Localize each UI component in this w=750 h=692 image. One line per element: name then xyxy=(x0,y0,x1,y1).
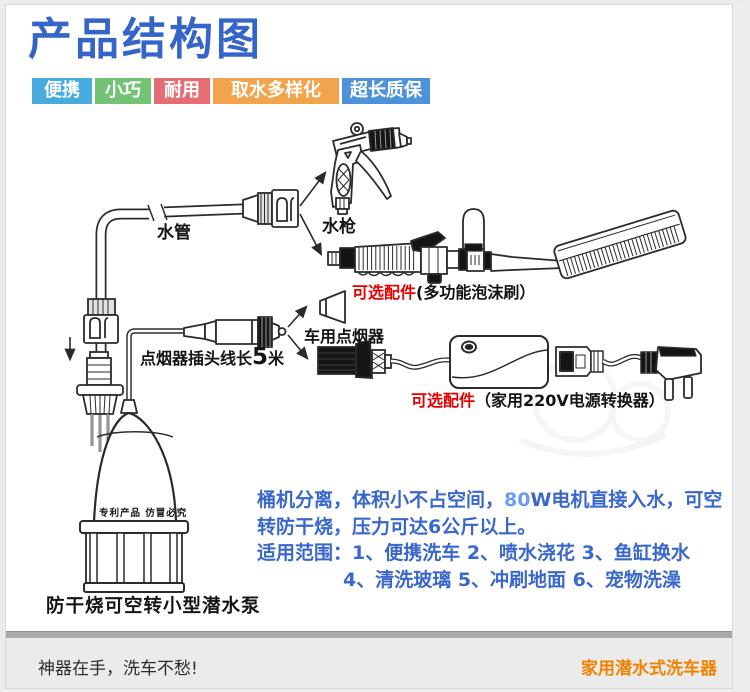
adapter-optional-tag: 可选配件 xyxy=(411,391,476,410)
foam-gun-art xyxy=(327,208,564,284)
cord-length-label: 点烟器插头线长5米 xyxy=(140,344,284,370)
product-description: 桶机分离，体积小不占空间，80W电机直接入水，可空 转防干烧，压力可达6公斤以上… xyxy=(257,487,735,593)
badge-portable: 便携 xyxy=(32,78,92,104)
lighter-socket-art xyxy=(317,339,451,379)
description-line-3: 适用范围：1、便携洗车 2、喷水浇花 3、鱼缸换水 xyxy=(257,542,690,564)
footer-slogan: 神器在手，洗车不愁! xyxy=(38,659,198,679)
badge-warranty: 超长质保 xyxy=(342,78,430,104)
brush-head-art xyxy=(553,209,687,280)
badge-water-sources: 取水多样化 xyxy=(213,78,339,104)
power-adapter-label: 可选配件（家用220V电源转换器） xyxy=(411,387,665,411)
adapter-name: （家用220V电源转换器） xyxy=(475,391,665,410)
footer-divider xyxy=(0,631,750,639)
hose-art xyxy=(95,203,244,374)
pump-label: 防干烧可空转小型潜水泵 xyxy=(46,596,261,617)
spray-gun-label: 水枪 xyxy=(322,217,356,237)
description-line-4: 4、清洗玻璃 5、冲刷地面 6、宠物洗澡 xyxy=(343,568,681,591)
description-line-1: 桶机分离，体积小不占空间，80W电机直接入水，可空 xyxy=(257,489,723,511)
foam-name: (多功能泡沫刷） xyxy=(416,283,536,302)
funnel-cone-art xyxy=(319,290,346,324)
foam-brush-label: 可选配件(多功能泡沫刷） xyxy=(352,279,535,303)
car-lighter-label: 车用点烟器 xyxy=(304,327,385,346)
pump-art xyxy=(79,399,189,593)
pump-cable-art xyxy=(126,328,186,402)
description-line-2: 转防干烧，压力可达6公斤以上。 xyxy=(257,515,537,538)
footer-bar: 神器在手，洗车不愁! 家用潜水式洗车器 xyxy=(0,638,750,689)
cord-label-text: 点烟器插头线长 xyxy=(140,349,253,368)
cigarette-plug-art xyxy=(183,316,287,348)
badge-durable: 耐用 xyxy=(154,78,210,104)
feature-badges: 便携 小巧 耐用 取水多样化 超长质保 xyxy=(32,78,430,104)
cord-length-unit: 米 xyxy=(268,349,285,368)
spray-gun-art xyxy=(330,122,412,215)
hose-connector-art xyxy=(242,189,299,228)
badge-compact: 小巧 xyxy=(95,78,151,104)
cord-length-value: 5 xyxy=(252,344,269,370)
tap-adapter-art xyxy=(64,298,124,452)
footer-product-name: 家用潜水式洗车器 xyxy=(581,659,717,679)
power-adapter-art xyxy=(449,335,702,401)
branch-arrows-plug xyxy=(287,305,309,360)
pump-patent-text: 专利产品 仿冒必究 xyxy=(99,508,188,519)
foam-optional-tag: 可选配件 xyxy=(352,283,417,302)
branch-arrows-hose xyxy=(299,171,327,257)
hose-label: 水管 xyxy=(157,223,191,243)
page-title: 产品结构图 xyxy=(28,14,263,65)
power-value: 80 xyxy=(504,489,531,511)
